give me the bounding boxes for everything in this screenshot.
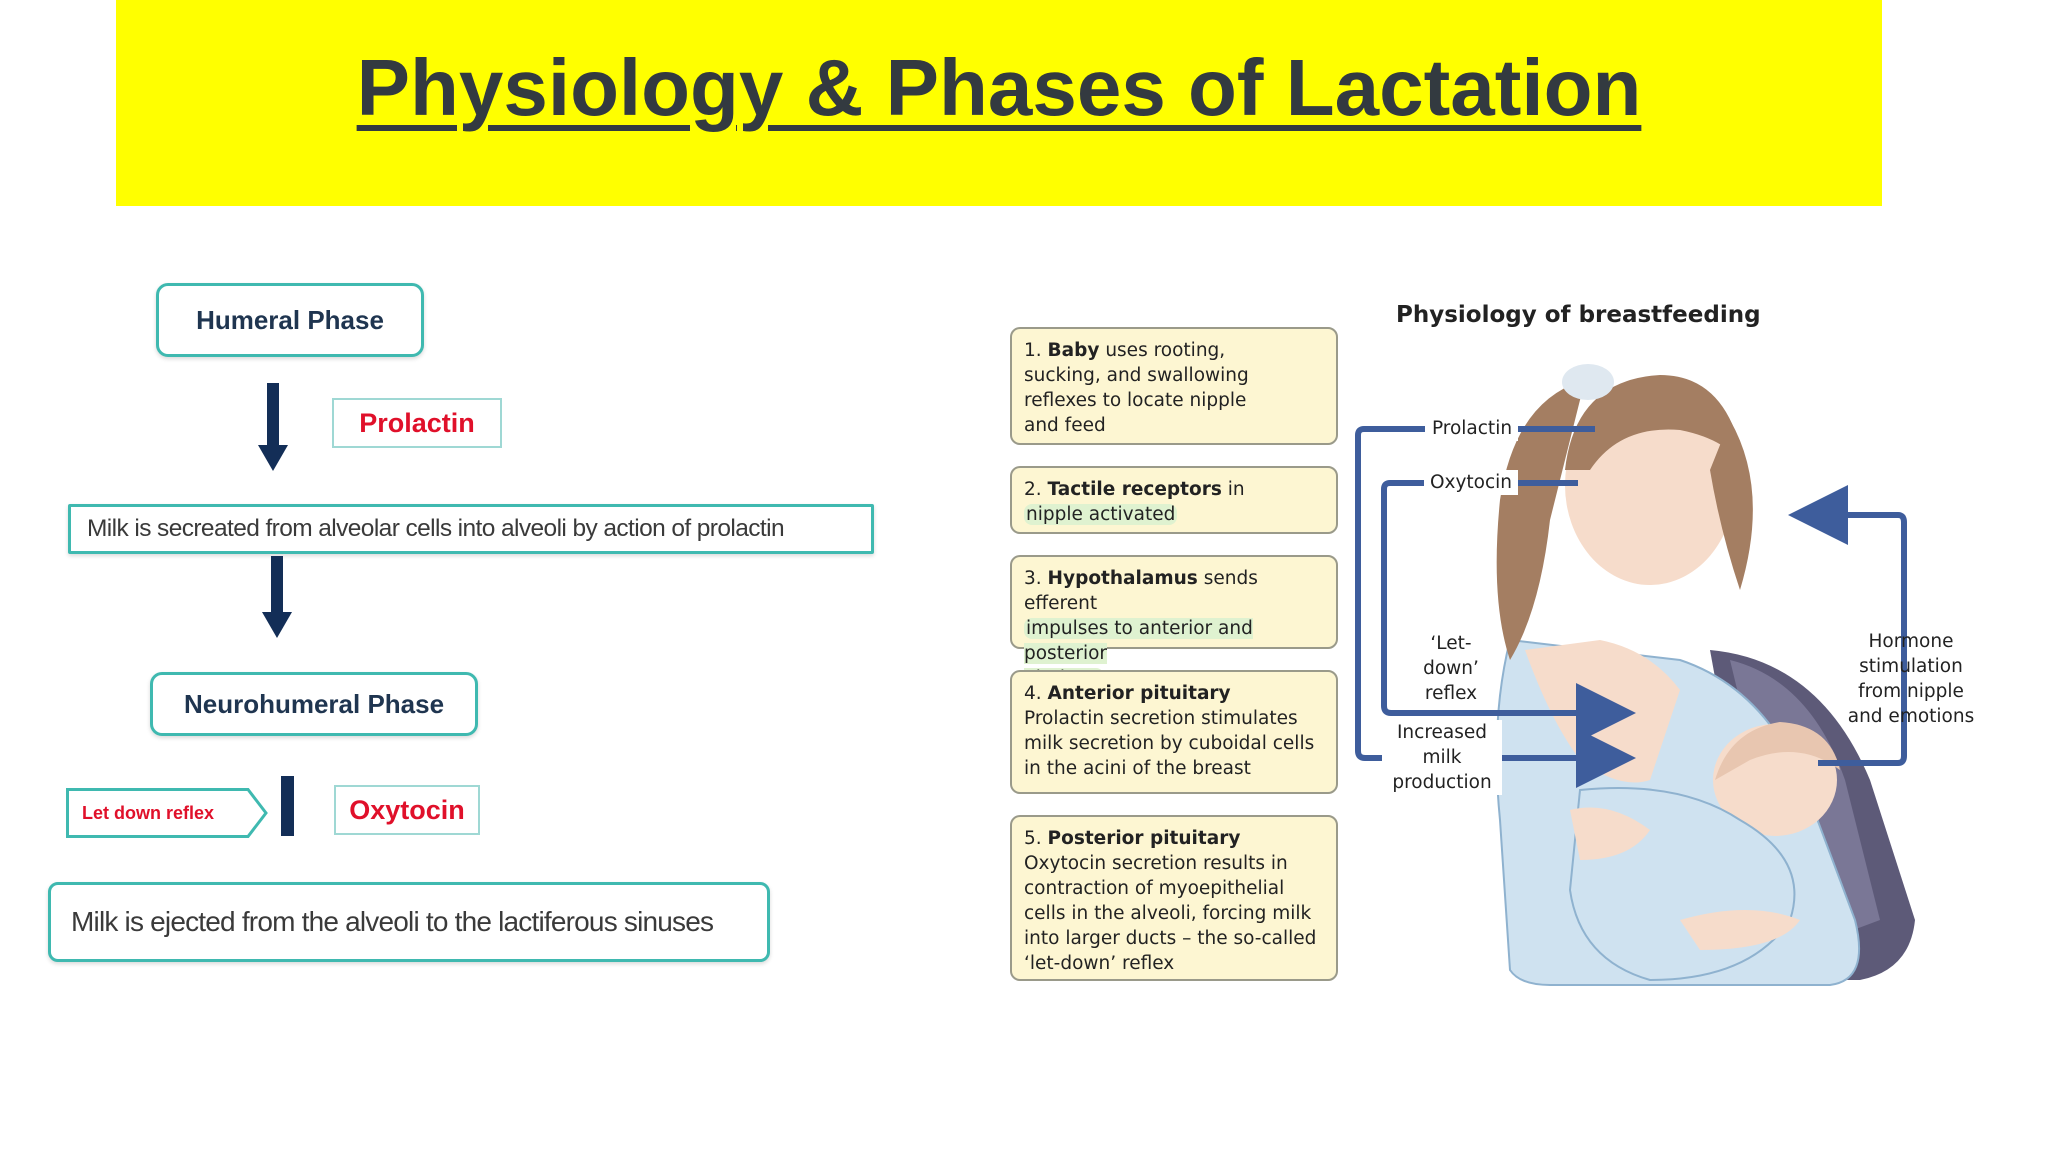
- neurohumeral-phase-box: Neurohumeral Phase: [150, 672, 478, 736]
- oxytocin-box: Oxytocin: [334, 785, 480, 835]
- humeral-phase-box: Humeral Phase: [156, 283, 424, 357]
- step-number: 5.: [1024, 828, 1042, 849]
- step-text: uses rooting,: [1099, 340, 1226, 361]
- step-box-4: 4. Anterior pituitary Prolactin secretio…: [1010, 670, 1338, 794]
- let-down-reflex-tag: Let down reflex: [66, 788, 268, 838]
- milk-ejected-text: Milk is ejected from the alveoli to the …: [71, 906, 714, 937]
- step-text: Oxytocin secretion results in contractio…: [1024, 853, 1317, 974]
- step-heading: Baby: [1047, 340, 1100, 361]
- step-text: sends efferent: [1024, 568, 1258, 614]
- step-number: 2.: [1024, 479, 1042, 500]
- diagram-label-oxytocin: Oxytocin: [1424, 470, 1518, 495]
- milk-secreted-box: Milk is secreated from alveolar cells in…: [68, 504, 874, 554]
- diagram-title: Physiology of breastfeeding: [1396, 302, 1761, 328]
- separator-bar: [281, 776, 294, 836]
- title-banner: Physiology & Phases of Lactation: [116, 0, 1882, 206]
- step-heading: Posterior pituitary: [1047, 828, 1241, 849]
- step-number: 3.: [1024, 568, 1042, 589]
- diagram-label-letdown: ‘Let- down’ reflex: [1423, 633, 1479, 704]
- arrow-down-icon: [258, 383, 288, 471]
- step-text: sucking, and swallowing reflexes to loca…: [1024, 365, 1249, 436]
- page-title: Physiology & Phases of Lactation: [356, 43, 1642, 132]
- step-text: in: [1221, 479, 1245, 500]
- step-number: 4.: [1024, 683, 1042, 704]
- step-heading: Tactile receptors: [1047, 479, 1222, 500]
- step-box-5: 5. Posterior pituitary Oxytocin secretio…: [1010, 815, 1338, 981]
- step-heading: Anterior pituitary: [1047, 683, 1231, 704]
- prolactin-label: Prolactin: [359, 407, 475, 438]
- milk-ejected-box: Milk is ejected from the alveoli to the …: [48, 882, 770, 962]
- humeral-phase-label: Humeral Phase: [196, 304, 384, 335]
- step-number: 1.: [1024, 340, 1042, 361]
- step-text: nipple activated: [1024, 504, 1178, 525]
- diagram-label-prolactin: Prolactin: [1426, 416, 1518, 441]
- step-box-2: 2. Tactile receptors in nipple activated: [1010, 466, 1338, 534]
- neurohumeral-phase-label: Neurohumeral Phase: [183, 688, 445, 719]
- step-text: Prolactin secretion stimulates milk secr…: [1024, 708, 1315, 779]
- step-box-3: 3. Hypothalamus sends efferent impulses …: [1010, 555, 1338, 689]
- step-heading: Hypothalamus: [1047, 568, 1198, 589]
- diagram-label-increased-milk: Increased milk production: [1382, 720, 1502, 795]
- pathway-arrows: [1355, 426, 1907, 788]
- hormone-stimulation-text: Hormone stimulation from nipple and emot…: [1847, 631, 1975, 727]
- step-box-1: 1. Baby uses rooting, sucking, and swall…: [1010, 327, 1338, 445]
- let-down-reflex-label: Let down reflex: [82, 803, 215, 823]
- arrow-down-icon: [262, 556, 292, 638]
- diagram-label-hormone-stimulation: Hormone stimulation from nipple and emot…: [1838, 604, 1984, 729]
- oxytocin-label: Oxytocin: [349, 794, 465, 825]
- milk-secreted-text: Milk is secreated from alveolar cells in…: [87, 515, 785, 542]
- prolactin-box: Prolactin: [332, 398, 502, 448]
